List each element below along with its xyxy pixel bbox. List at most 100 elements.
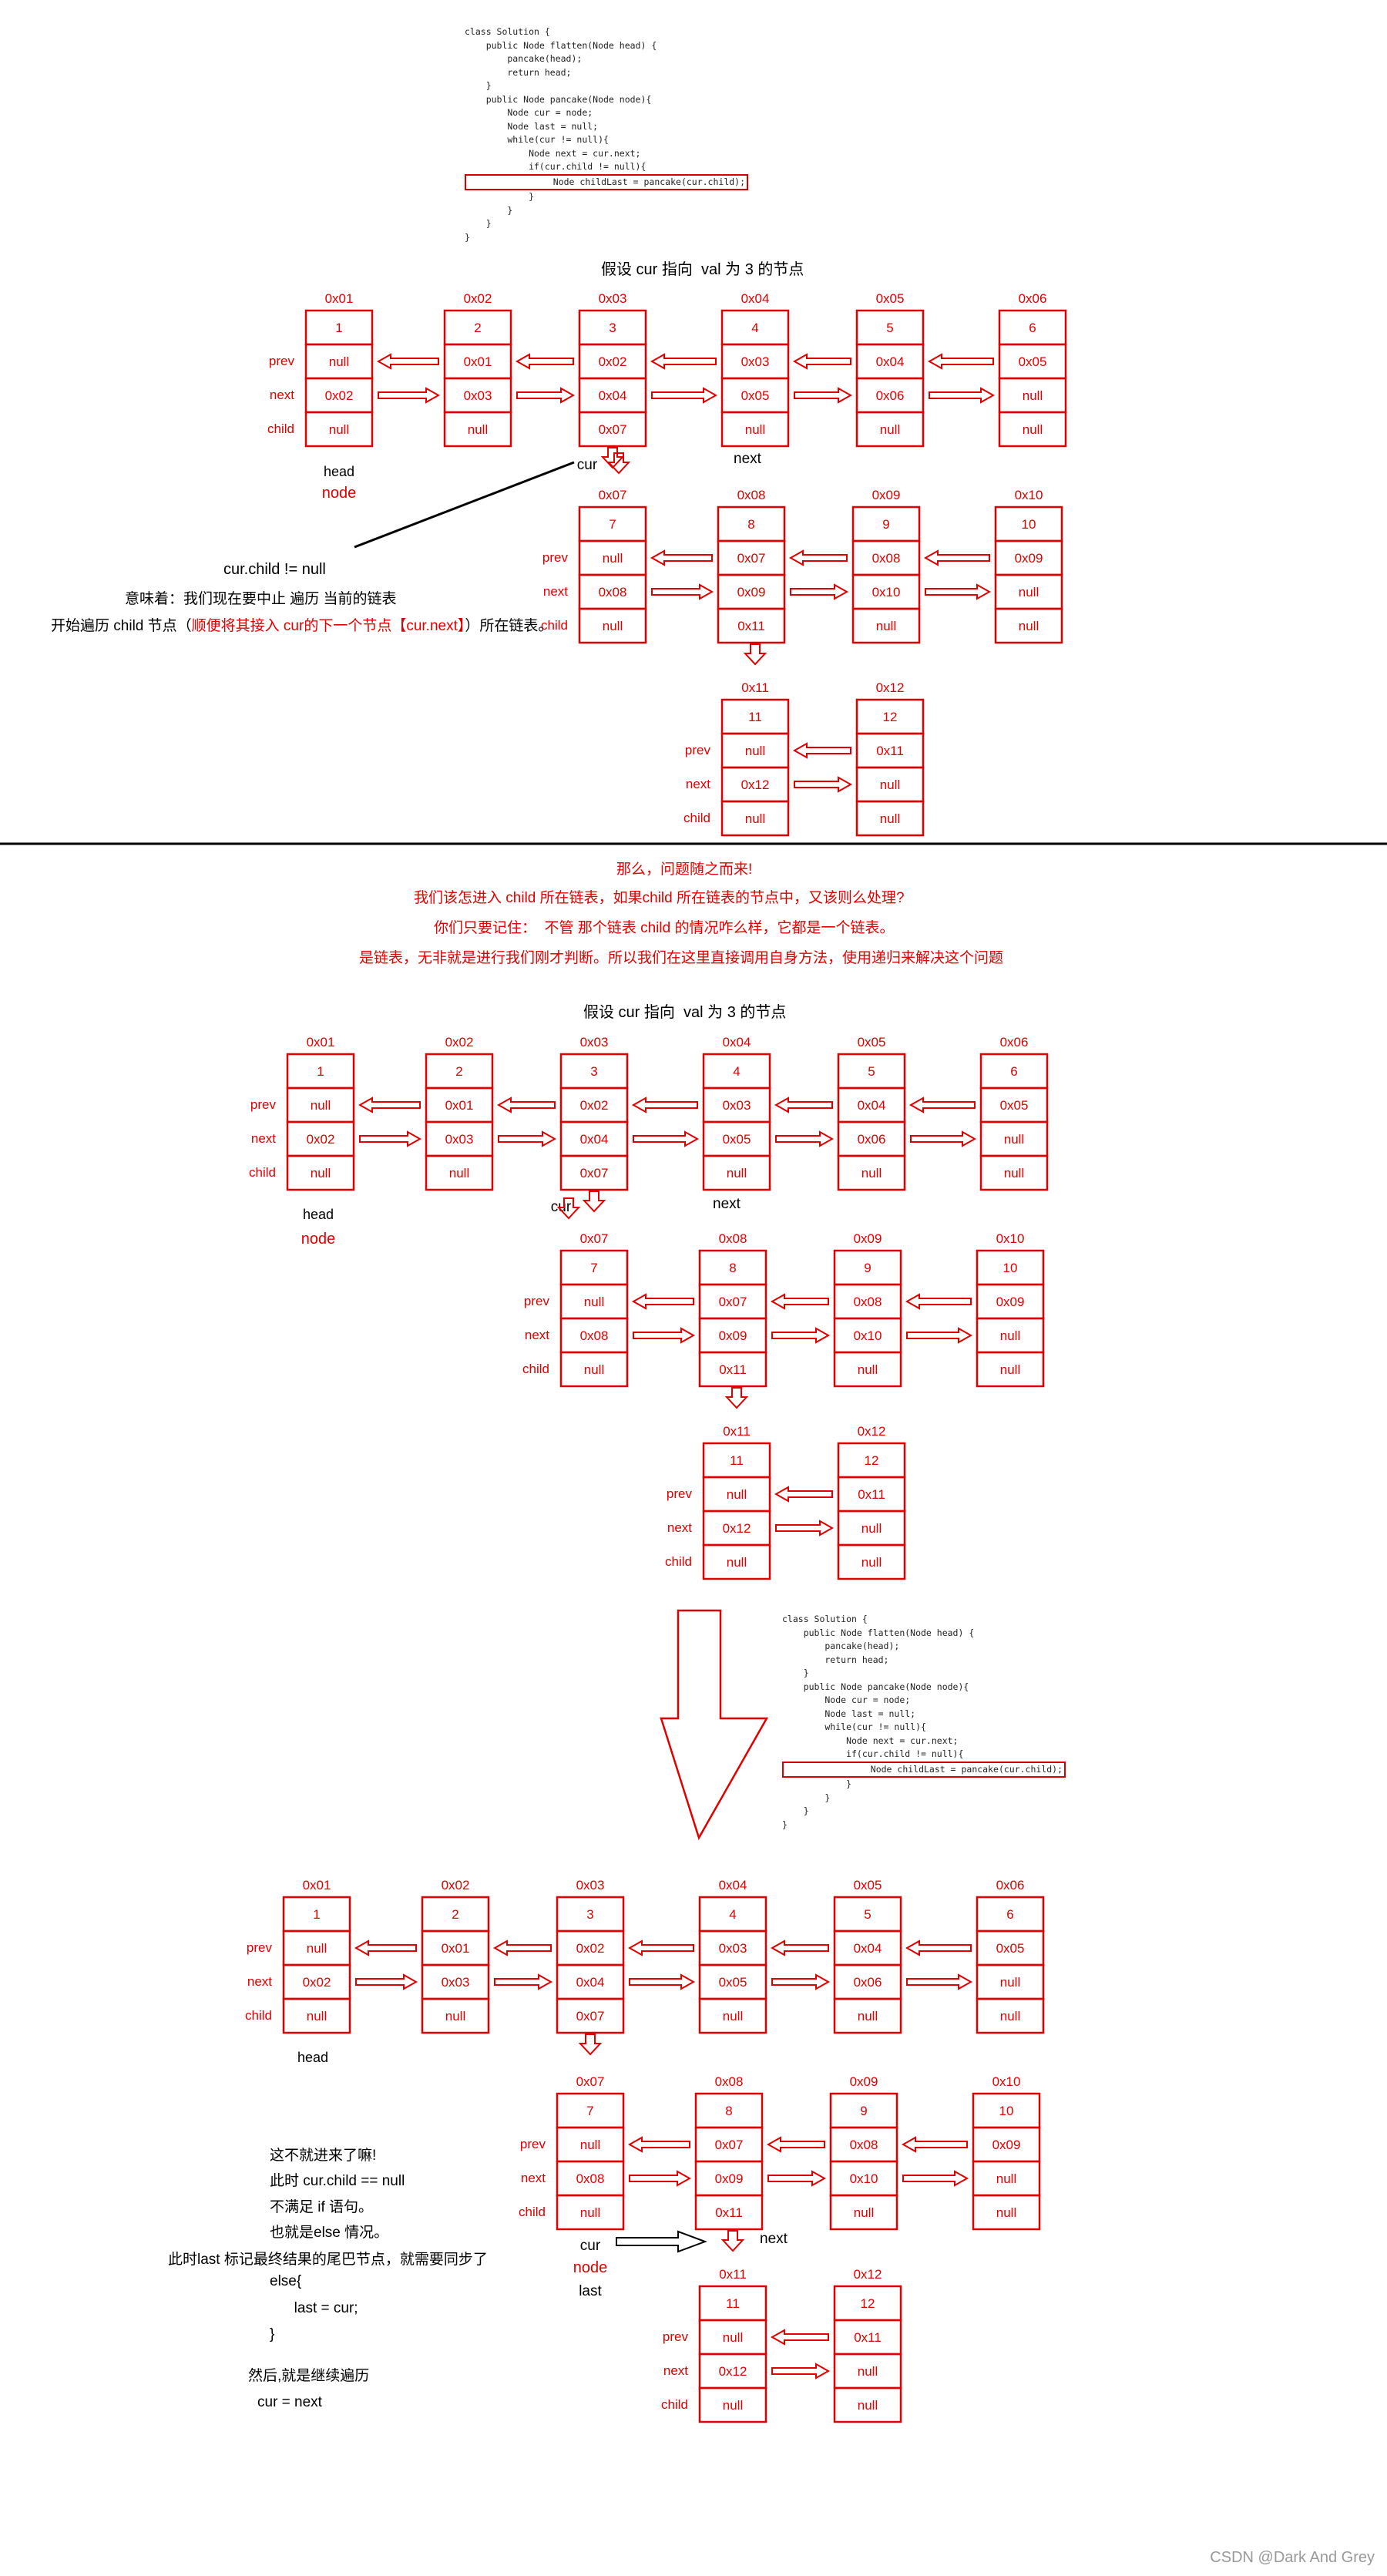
- node-next-value: 0x08: [599, 585, 627, 599]
- next-arrow: [906, 1973, 973, 1990]
- node-val-value: 12: [861, 2296, 875, 2311]
- code-line: }: [782, 1819, 788, 1830]
- node-address: 0x01: [307, 1035, 335, 1050]
- node-next-value: 0x09: [719, 1328, 747, 1343]
- node-prev-value: 0x05: [1019, 354, 1047, 369]
- node-cell-child: [304, 411, 374, 448]
- node-val-value: 7: [590, 1261, 597, 1275]
- node-prev-value: 0x02: [576, 1941, 605, 1956]
- prev-arrow: [908, 1097, 976, 1113]
- node-cell-child: [559, 1154, 629, 1191]
- node-next-value: 0x02: [307, 1132, 335, 1147]
- node-child-value: null: [996, 2205, 1016, 2220]
- prev-arrow: [901, 2136, 968, 2153]
- node-child-value: null: [854, 2205, 874, 2220]
- node-prev-value: 0x07: [719, 1295, 747, 1309]
- node-next-value: 0x08: [580, 1328, 609, 1343]
- node-child-value: null: [745, 422, 765, 437]
- node-val-value: 3: [586, 1907, 593, 1922]
- node-child-value: null: [311, 1166, 331, 1181]
- head-label: head: [297, 2050, 328, 2065]
- next-arrow: [925, 583, 992, 600]
- node-address: 0x05: [854, 1878, 882, 1893]
- node-next-value: 0x06: [858, 1132, 886, 1147]
- node-prev-value: 0x11: [854, 2330, 882, 2345]
- node-prev-value: 0x08: [850, 2138, 878, 2152]
- code-line: }: [465, 191, 535, 202]
- code-line: return head;: [465, 66, 572, 78]
- node-cell-child: [979, 1154, 1049, 1191]
- row-label-next: next: [247, 1974, 272, 1989]
- code-line: }: [782, 1778, 852, 1789]
- code-line: public Node flatten(Node head) {: [465, 39, 657, 51]
- code-line: }: [465, 231, 470, 243]
- prev-arrow: [788, 549, 848, 566]
- node-next-value: 0x08: [576, 2171, 605, 2186]
- annot-start-child: 开始遍历 child 节点（顺便将其接入 cur的下一个节点【cur.next】…: [51, 614, 552, 635]
- row-label-prev: prev: [667, 1486, 693, 1501]
- node-next-value: null: [1023, 388, 1043, 403]
- prev-arrow: [515, 353, 574, 370]
- node-cell-child: [698, 1997, 767, 2034]
- node-cell-child: [976, 1997, 1045, 2034]
- middle-text-3: 你们只要记住： 不管 那个链表 child 的情况咋么样，它都是一个链表。: [434, 920, 895, 936]
- node-next-value: 0x12: [741, 778, 770, 792]
- node-next-value: 0x03: [445, 1132, 474, 1147]
- node-cell-child: [720, 800, 790, 837]
- prev-arrow: [358, 1097, 421, 1113]
- code-line: return head;: [782, 1654, 889, 1665]
- node-cell-child: [829, 2194, 898, 2231]
- node-prev-value: null: [603, 551, 623, 566]
- node-val-value: 10: [1003, 1261, 1018, 1275]
- node-prev-value: 0x02: [599, 354, 627, 369]
- node-prev-value: 0x11: [858, 1487, 885, 1502]
- node-address: 0x03: [576, 1878, 605, 1893]
- annot3-line10: cur = next: [257, 2394, 322, 2410]
- next-arrow: [771, 2363, 831, 2380]
- node-child-value: 0x07: [576, 2009, 605, 2024]
- node-child-value: null: [858, 1362, 878, 1377]
- node-child-value: null: [858, 2009, 878, 2024]
- node-address: 0x11: [741, 680, 769, 695]
- code-line: class Solution {: [465, 26, 550, 37]
- node-next-value: null: [1004, 1132, 1024, 1147]
- node-prev-value: 0x11: [876, 744, 904, 758]
- node-val-value: 3: [590, 1064, 597, 1079]
- next-arrow: [929, 387, 996, 404]
- node-cell-child: [837, 1543, 906, 1580]
- node-val-value: 9: [860, 2104, 867, 2118]
- child-arrow-8-to-11: [720, 2230, 745, 2252]
- node-child-value: null: [1019, 619, 1039, 633]
- node-next-value: null: [858, 2364, 878, 2379]
- next-arrow: [633, 1327, 696, 1344]
- node-child-value: null: [727, 1555, 747, 1570]
- next-arrow: [775, 1520, 835, 1537]
- middle-text-2: 我们该怎进入 child 所在链表，如果child 所在链表的节点中，又该则么处…: [414, 890, 905, 906]
- row-label-next: next: [251, 1131, 276, 1146]
- node-val-value: 6: [1006, 1907, 1013, 1922]
- node-child-value: null: [1004, 1166, 1024, 1181]
- annot-start-a: 开始遍历 child 节点（: [51, 618, 192, 634]
- prev-arrow: [376, 353, 439, 370]
- child-arrow-3-to-7: [578, 2034, 603, 2056]
- node-address: 0x09: [854, 1231, 882, 1246]
- code-line: Node next = cur.next;: [465, 147, 641, 159]
- node-address: 0x11: [719, 2267, 747, 2282]
- next-arrow: [498, 1130, 557, 1147]
- next-arrow: [902, 2170, 969, 2187]
- node-val-value: 7: [609, 517, 616, 532]
- row-label-child: child: [541, 618, 568, 633]
- node-next-value: null: [861, 1521, 882, 1536]
- prev-arrow: [770, 1293, 829, 1310]
- annot-start-c: ）所在链表。: [465, 618, 553, 634]
- next-arrow: [494, 1973, 553, 1990]
- node-cell-child: [282, 1997, 351, 2034]
- node-address: 0x08: [737, 488, 766, 502]
- next-arrow: [633, 1130, 700, 1147]
- node-val-value: 11: [748, 710, 762, 724]
- node-child-value: null: [861, 1555, 882, 1570]
- node-address: 0x04: [723, 1035, 751, 1050]
- head-label: head: [324, 464, 354, 479]
- node-next-value: 0x06: [854, 1975, 882, 1990]
- head-label: head: [303, 1207, 334, 1222]
